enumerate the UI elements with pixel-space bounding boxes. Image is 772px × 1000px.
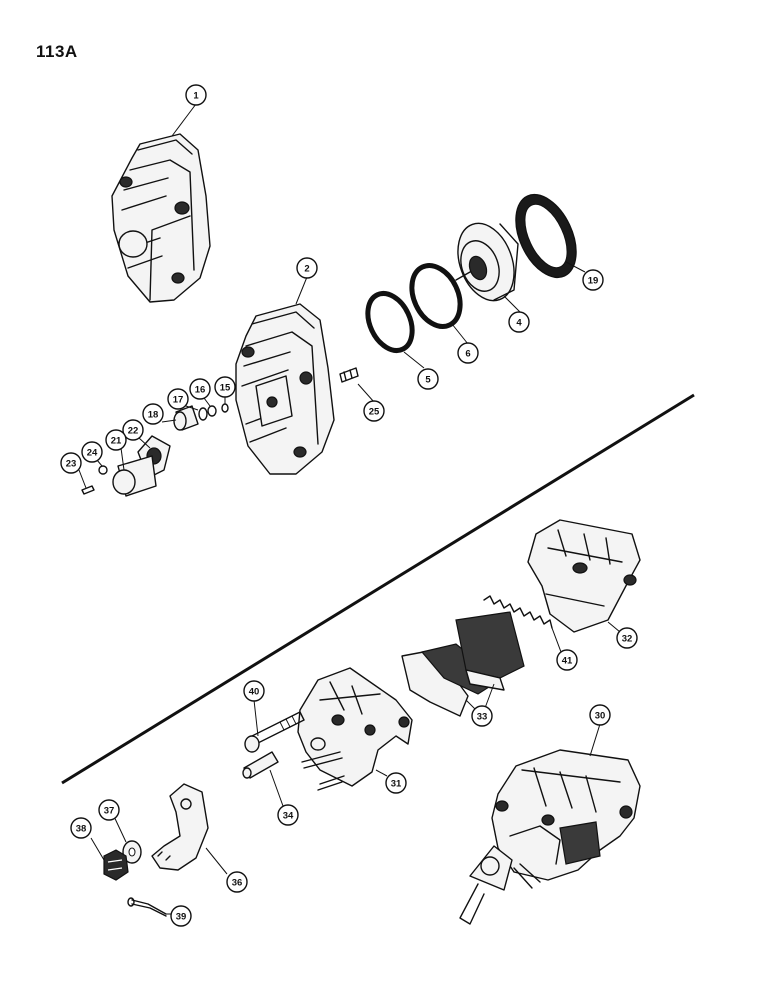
callout-label: 31 <box>391 779 402 790</box>
part-nut-38 <box>103 849 129 881</box>
callout-31: 31 <box>385 772 407 794</box>
callout-label: 36 <box>232 878 243 889</box>
callout-34: 34 <box>277 804 299 826</box>
callout-4: 4 <box>508 311 530 333</box>
part-spring-41 <box>483 595 553 629</box>
callout-label: 19 <box>588 276 599 287</box>
callout-label: 23 <box>66 459 77 470</box>
part-piston-4 <box>455 222 519 302</box>
part-bolt-40 <box>244 711 305 753</box>
callout-25: 25 <box>363 400 385 422</box>
callout-label: 33 <box>477 712 488 723</box>
part-washer-37 <box>122 840 142 864</box>
part-brake-pads-33 <box>401 611 525 717</box>
callout-40: 40 <box>243 680 265 702</box>
leader-lines <box>78 103 621 915</box>
callout-15: 15 <box>214 376 236 398</box>
callout-5: 5 <box>417 368 439 390</box>
callout-label: 38 <box>76 824 87 835</box>
section-divider-line <box>61 393 695 785</box>
callout-16: 16 <box>189 378 211 400</box>
callout-label: 32 <box>622 634 633 645</box>
part-ring-5 <box>365 291 415 353</box>
part-bleeder-25 <box>339 367 359 383</box>
callout-17: 17 <box>167 388 189 410</box>
callout-1: 1 <box>185 84 207 106</box>
callout-32: 32 <box>616 627 638 649</box>
part-cotter-pin-39 <box>127 897 167 917</box>
callout-label: 22 <box>128 426 139 437</box>
callout-label: 41 <box>562 656 573 667</box>
part-small-hardware-row <box>81 403 229 497</box>
callout-label: 34 <box>283 811 294 822</box>
callout-41: 41 <box>556 649 578 671</box>
callout-label: 5 <box>425 375 431 386</box>
callout-label: 18 <box>148 410 159 421</box>
part-seal-19 <box>515 193 577 279</box>
part-assembly-30 <box>459 749 641 925</box>
callout-label: 1 <box>193 91 199 102</box>
callout-33: 33 <box>471 705 493 727</box>
callout-6: 6 <box>457 342 479 364</box>
callout-30: 30 <box>589 704 611 726</box>
callout-24: 24 <box>81 441 103 463</box>
part-bracket-31 <box>297 667 413 791</box>
callout-label: 25 <box>369 407 380 418</box>
callout-label: 40 <box>249 687 260 698</box>
callout-36: 36 <box>226 871 248 893</box>
page-number: 113A <box>36 42 78 61</box>
part-housing-32 <box>527 519 641 633</box>
callout-19: 19 <box>582 269 604 291</box>
callout-label: 21 <box>111 436 122 447</box>
part-pin-34 <box>242 751 279 779</box>
callout-label: 17 <box>173 395 184 406</box>
callout-label: 24 <box>87 448 98 459</box>
part-lever-36 <box>151 783 209 871</box>
callout-label: 30 <box>595 711 606 722</box>
callout-label: 39 <box>176 912 187 923</box>
callout-37: 37 <box>98 799 120 821</box>
callout-22: 22 <box>122 419 144 441</box>
callout-label: 15 <box>220 383 231 394</box>
part-caliper-housing-1 <box>111 133 211 303</box>
callout-label: 2 <box>304 264 309 275</box>
callout-23: 23 <box>60 452 82 474</box>
callout-39: 39 <box>170 905 192 927</box>
callout-label: 16 <box>195 385 206 396</box>
callout-label: 6 <box>465 349 470 360</box>
callout-21: 21 <box>105 429 127 451</box>
part-ring-6 <box>409 263 463 329</box>
callout-2: 2 <box>296 257 318 279</box>
callout-18: 18 <box>142 403 164 425</box>
part-caliper-housing-2 <box>235 303 335 475</box>
callout-label: 4 <box>516 318 522 329</box>
callout-38: 38 <box>70 817 92 839</box>
callout-label: 37 <box>104 806 115 817</box>
